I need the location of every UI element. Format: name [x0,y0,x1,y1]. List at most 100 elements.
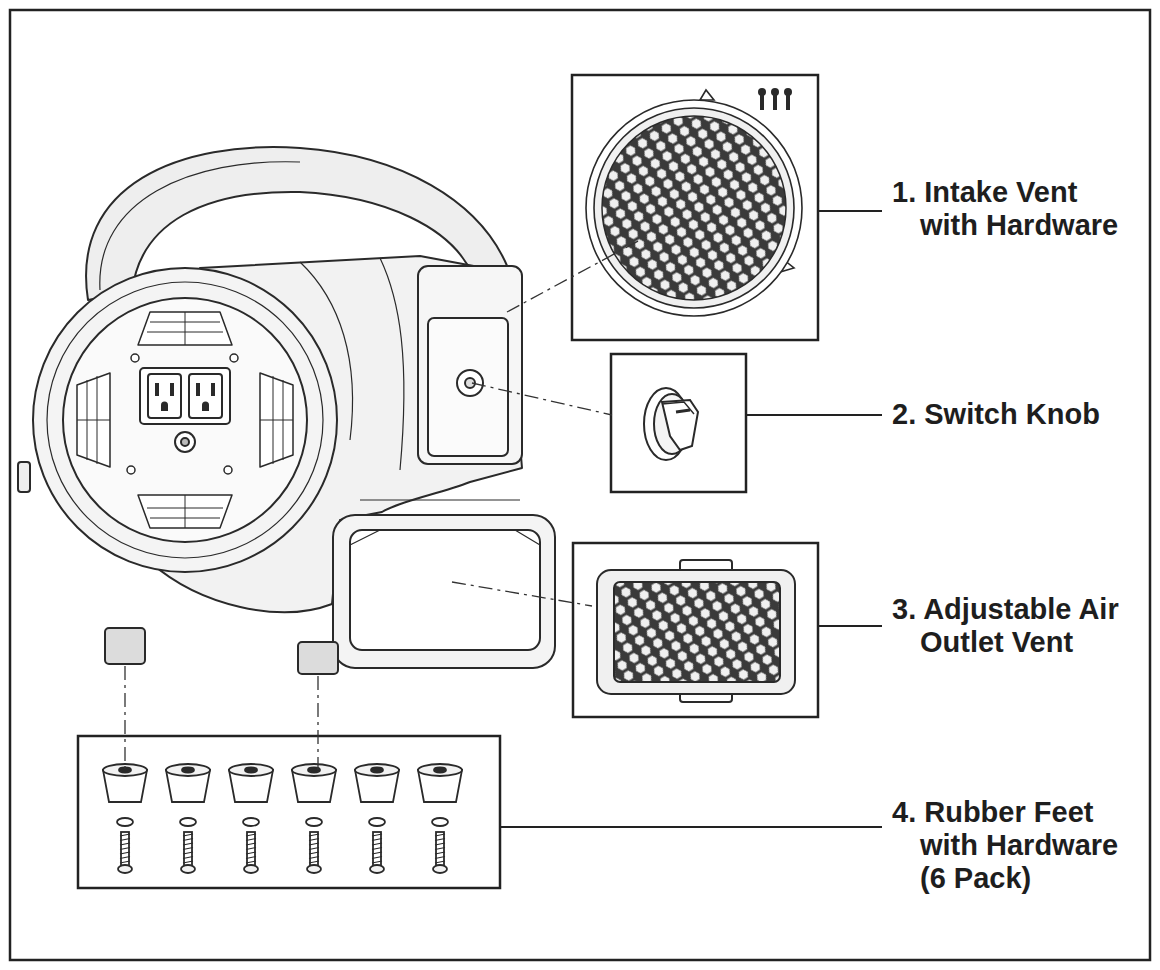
air-mover-illustration-shape [350,530,540,650]
rubber-foot-part [120,843,130,845]
rubber-feet-box [78,736,500,888]
air-mover-illustration-shape [63,298,307,542]
air-mover-illustration-shape-shape [224,466,232,474]
rubber-foot-part [309,834,319,836]
outer-frame [10,10,1150,960]
rubber-foot-part [120,848,130,850]
rubber-foot-part [372,857,382,859]
rubber-foot-part [120,857,130,859]
rubber-foot-part [120,834,130,836]
intake-vent-box-shape-shape [586,100,802,316]
air-mover-illustration-shape [181,438,189,446]
air-mover-illustration-shape [418,266,522,464]
intake-vent-box-shape-shape [786,94,790,110]
rubber-foot-part [246,861,256,863]
intake-vent-box-shape [586,90,802,316]
air-mover-illustration-shape [457,370,483,396]
air-mover-illustration-shape-shape [170,383,174,396]
rubber-foot-part [184,832,192,866]
part-label: 1. Intake Vent with Hardware [892,176,1134,242]
rubber-foot-part [246,834,256,836]
air-mover-illustration-shape [428,318,508,456]
rubber-foot-part [183,839,193,841]
rubber-foot-part [183,852,193,854]
rubber-foot-part [121,832,129,866]
rubber-foot-part [307,865,321,873]
air-mover-illustration-shape [140,368,230,424]
air-mover-illustration-shape-shape [260,376,293,464]
switch-knob-box-shape-shape [662,402,694,414]
rubber-foot-part [118,865,132,873]
rubber-foot-part [432,818,448,826]
air-mover-illustration-shape-shape [131,354,139,362]
switch-knob-box-shape-shape [662,400,698,450]
air-mover-illustration-shape [77,312,293,528]
rubber-foot-part [435,843,445,845]
air-mover-illustration-shape-shape [155,383,159,396]
intake-vent-box-shape [572,75,818,340]
switch-knob-box-shape [611,354,746,492]
switch-knob-box [611,354,746,492]
part-label: 4. Rubber Feet with Hardware (6 Pack) [892,796,1134,895]
air-mover-illustration-shape [360,499,520,500]
air-mover-illustration-shape [333,515,555,668]
air-mover-illustration-shape [47,282,323,558]
rubber-foot-part [373,832,381,866]
rubber-foot-part [117,818,133,826]
intake-vent-box-shape-shape [773,94,777,110]
rubber-foot-part [370,865,384,873]
rubber-foot-part [246,848,256,850]
rubber-foot-part [120,852,130,854]
rubber-foot-part [246,852,256,854]
air-mover-illustration-shape [298,642,338,674]
air-mover-illustration-shape-shape [77,373,110,467]
rubber-foot-part [120,861,130,863]
rubber-foot-part [435,857,445,859]
outlet-vent-box-shape [597,560,795,702]
air-mover-illustration-shape-shape [161,402,168,411]
air-mover-illustration-shape-shape [196,383,200,396]
rubber-foot-part [372,843,382,845]
outlet-vent-box [573,543,818,717]
rubber-foot-part [369,818,385,826]
rubber-foot-part [309,843,319,845]
rubber-foot-part [183,834,193,836]
leader-lines-shape [818,625,882,627]
rubber-feet-box-shape [103,764,462,873]
outlet-vent-box-shape-shape [614,582,780,682]
air-mover-illustration-shape [105,628,145,664]
rubber-foot-part [309,857,319,859]
rubber-foot-part [245,768,257,773]
rubber-foot-part [309,848,319,850]
rubber-foot-part [309,839,319,841]
air-mover-illustration-shape-shape [147,312,223,345]
air-mover-illustration-shape-shape [138,312,232,345]
air-mover-illustration-shape [380,258,404,470]
air-mover-illustration-shape [189,374,222,418]
rubber-foot-part [247,832,255,866]
rubber-foot-part [372,852,382,854]
rubber-foot-part [372,839,382,841]
rubber-feet-box-shape [78,736,500,888]
rubber-foot-part [309,852,319,854]
rubber-foot-part [436,832,444,866]
air-mover-illustration-shape [33,268,337,572]
rubber-foot-part [183,843,193,845]
rubber-foot-part [292,764,336,776]
air-mover-illustration-shape-shape [127,466,135,474]
rubber-foot-part [103,764,147,776]
air-mover-illustration-shape-shape [138,495,232,528]
air-mover-illustration-shape-shape [260,373,293,467]
switch-knob-box-shape-shape [676,410,690,412]
rubber-foot-part [435,852,445,854]
rubber-foot-part [183,848,193,850]
rubber-foot-part [180,818,196,826]
rubber-foot-part [309,861,319,863]
rubber-foot-part [183,861,193,863]
locator-lines-shape [472,383,612,415]
rubber-foot-part [182,768,194,773]
outlet-vent-box-shape-shape [597,570,795,694]
intake-vent-box-shape-shape [700,90,714,100]
rubber-foot-part [120,839,130,841]
